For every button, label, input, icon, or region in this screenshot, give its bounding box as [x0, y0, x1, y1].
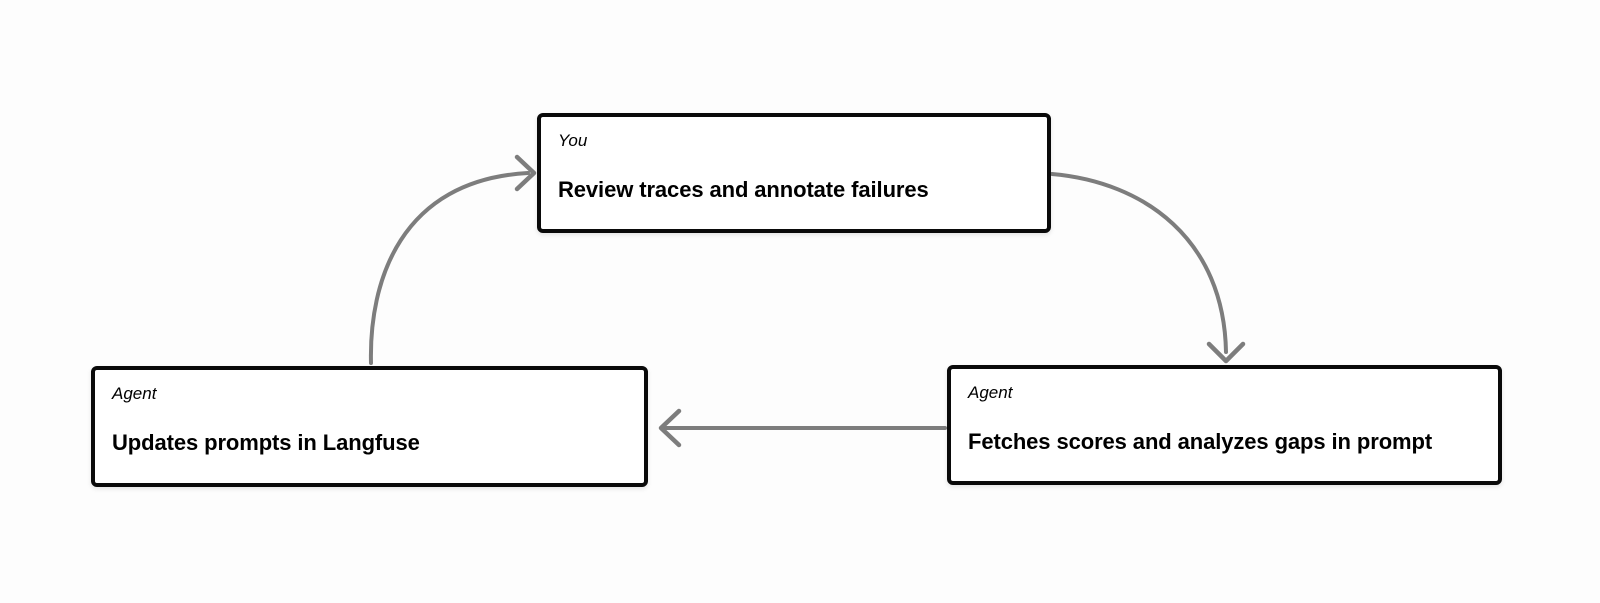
node-update-prompts: Agent Updates prompts in Langfuse	[91, 366, 648, 487]
node-title: Review traces and annotate failures	[558, 177, 929, 202]
edge-update-to-review	[368, 154, 537, 365]
node-title: Updates prompts in Langfuse	[112, 430, 420, 455]
edge-fetch-to-update	[658, 408, 947, 448]
node-review-traces: You Review traces and annotate failures	[537, 113, 1051, 233]
node-role-label: Agent	[968, 383, 1013, 402]
node-title: Fetches scores and analyzes gaps in prom…	[968, 429, 1433, 454]
arrowhead-right-icon	[514, 154, 537, 192]
node-fetch-scores: Agent Fetches scores and analyzes gaps i…	[947, 365, 1502, 485]
node-role-label: Agent	[112, 384, 157, 403]
arrowhead-down-icon	[1206, 341, 1246, 364]
arrowhead-left-icon	[658, 408, 682, 448]
edge-review-to-fetch	[1050, 172, 1246, 364]
node-role-label: You	[558, 131, 588, 150]
